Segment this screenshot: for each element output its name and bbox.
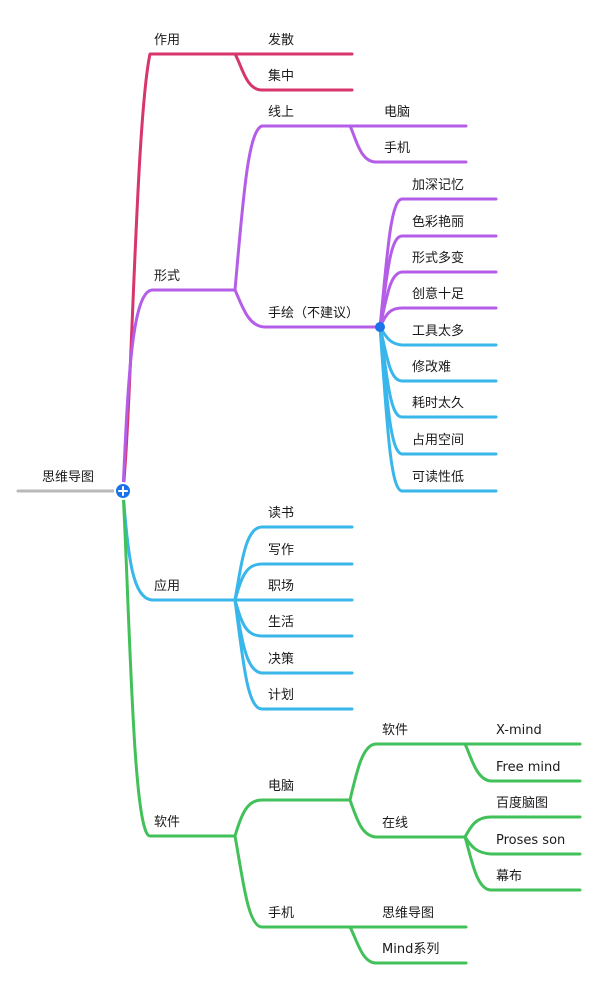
node-作用[interactable]: 作用 <box>154 33 180 48</box>
connector-Free-mind <box>463 742 582 783</box>
connector-写作 <box>233 562 354 602</box>
node-软件-电脑[interactable]: 软件 <box>382 723 408 738</box>
connector-读书 <box>233 525 354 602</box>
node-发散[interactable]: 发散 <box>268 32 294 48</box>
connector-线上 <box>233 124 352 292</box>
node-工具太多[interactable]: 工具太多 <box>412 323 464 339</box>
node-百度脑图[interactable]: 百度脑图 <box>496 795 548 811</box>
connector-形式多变 <box>378 270 498 329</box>
node-手机-软件[interactable]: 手机 <box>268 906 294 921</box>
connector-幕布 <box>463 835 582 892</box>
node-占用空间[interactable]: 占用空间 <box>412 433 464 448</box>
connector-手机-软件 <box>233 834 352 929</box>
node-手机-线上[interactable]: 手机 <box>384 141 410 156</box>
connector-手绘 <box>233 288 382 329</box>
connector-集中 <box>233 52 354 92</box>
node-生活[interactable]: 生活 <box>268 615 294 630</box>
node-电脑-软件[interactable]: 电脑 <box>268 779 294 794</box>
node-思维导图-手机[interactable]: 思维导图 <box>382 906 434 921</box>
node-形式[interactable]: 形式 <box>154 269 180 284</box>
expand-collapse-plus-icon[interactable] <box>114 482 132 500</box>
node-Mind系列[interactable]: Mind系列 <box>382 942 439 957</box>
root-node[interactable]: 思维导图 <box>42 470 94 485</box>
node-可读性低[interactable]: 可读性低 <box>412 470 464 485</box>
node-形式多变[interactable]: 形式多变 <box>412 250 464 266</box>
node-软件[interactable]: 软件 <box>154 815 180 830</box>
node-色彩艳丽[interactable]: 色彩艳丽 <box>412 214 464 230</box>
node-幕布[interactable]: 幕布 <box>496 869 522 884</box>
connector-电脑-软件 <box>233 798 352 838</box>
node-写作[interactable]: 写作 <box>268 543 294 558</box>
node-创意十足[interactable]: 创意十足 <box>412 286 464 302</box>
node-线上[interactable]: 线上 <box>268 105 294 120</box>
node-加深记忆[interactable]: 加深记忆 <box>412 177 464 193</box>
node-计划[interactable]: 计划 <box>268 688 294 703</box>
connector-色彩艳丽 <box>378 234 498 329</box>
branch-joint-dot <box>375 322 385 332</box>
node-labels: 思维导图 作用 发散 集中 形式 线上 电脑 手机 手绘（不建议） 加深记忆 色… <box>42 32 565 957</box>
node-手绘[interactable]: 手绘（不建议） <box>268 306 359 321</box>
node-在线[interactable]: 在线 <box>382 816 408 831</box>
node-Proses-son[interactable]: Proses son <box>496 833 565 848</box>
connector-lines <box>16 52 582 965</box>
node-修改难[interactable]: 修改难 <box>412 360 451 375</box>
connector-可读性低 <box>378 325 498 493</box>
connector-软件 <box>121 489 237 838</box>
node-读书[interactable]: 读书 <box>268 506 294 521</box>
node-应用[interactable]: 应用 <box>154 578 180 594</box>
connector-在线 <box>348 798 467 839</box>
node-职场[interactable]: 职场 <box>268 579 294 594</box>
connector-形式 <box>121 288 237 493</box>
connector-百度脑图 <box>463 815 582 839</box>
node-X-mind[interactable]: X-mind <box>496 723 542 738</box>
connector-计划 <box>233 598 354 711</box>
node-集中[interactable]: 集中 <box>268 68 294 84</box>
node-耗时太久[interactable]: 耗时太久 <box>412 396 464 411</box>
connector-Mind系列 <box>348 925 468 965</box>
node-Free-mind[interactable]: Free mind <box>496 760 561 775</box>
connector-软件-电脑 <box>348 742 467 802</box>
node-决策[interactable]: 决策 <box>268 651 294 667</box>
node-电脑-线上[interactable]: 电脑 <box>384 105 410 120</box>
connector-手机-线上 <box>348 124 468 164</box>
